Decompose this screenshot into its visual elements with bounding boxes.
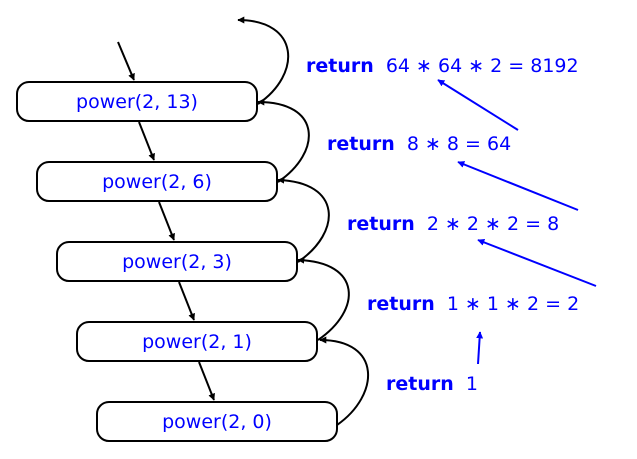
return-expr-4: 1 <box>466 373 478 395</box>
return-label-4: return 1 <box>386 373 478 395</box>
return-label-0: return 64 ∗ 64 ∗ 2 = 8192 <box>306 55 579 77</box>
return-expr-0: 64 ∗ 64 ∗ 2 = 8192 <box>386 55 579 77</box>
call-arrow-1-2 <box>158 201 175 241</box>
return-arrow-2-1 <box>277 176 330 263</box>
value-arrow-2-1 <box>457 161 579 211</box>
return-arrow-1-0 <box>257 98 310 183</box>
call-box-3: power(2, 1) <box>76 321 318 362</box>
call-label-2: power(2, 3) <box>122 251 232 273</box>
call-box-2: power(2, 3) <box>56 241 298 282</box>
return-keyword-2: return <box>347 213 415 235</box>
call-box-1: power(2, 6) <box>36 161 278 202</box>
entry-call-arrow <box>117 41 135 81</box>
call-label-0: power(2, 13) <box>76 91 198 113</box>
value-arrow-3-2 <box>477 239 597 287</box>
call-label-3: power(2, 1) <box>142 331 252 353</box>
return-keyword-3: return <box>367 293 435 315</box>
return-arrow-4-3 <box>319 336 369 426</box>
return-expr-3: 1 ∗ 1 ∗ 2 = 2 <box>447 293 579 315</box>
value-arrow-1-0 <box>437 79 519 131</box>
return-label-3: return 1 ∗ 1 ∗ 2 = 2 <box>367 293 579 315</box>
return-keyword-4: return <box>386 373 454 395</box>
call-arrow-2-3 <box>178 281 195 321</box>
return-keyword-1: return <box>327 133 395 155</box>
call-box-4: power(2, 0) <box>96 401 338 442</box>
return-label-1: return 8 ∗ 8 = 64 <box>327 133 511 155</box>
final-return-arrow <box>237 16 290 105</box>
return-keyword-0: return <box>306 55 374 77</box>
return-label-2: return 2 ∗ 2 ∗ 2 = 8 <box>347 213 559 235</box>
return-expr-1: 8 ∗ 8 = 64 <box>407 133 511 155</box>
call-box-0: power(2, 13) <box>16 81 258 122</box>
call-label-1: power(2, 6) <box>102 171 212 193</box>
value-arrow-4-3 <box>476 331 484 365</box>
return-arrow-3-2 <box>297 256 350 341</box>
return-expr-2: 2 ∗ 2 ∗ 2 = 8 <box>427 213 559 235</box>
call-arrow-0-1 <box>138 121 155 161</box>
call-arrow-3-4 <box>198 361 215 401</box>
call-label-4: power(2, 0) <box>162 411 272 433</box>
